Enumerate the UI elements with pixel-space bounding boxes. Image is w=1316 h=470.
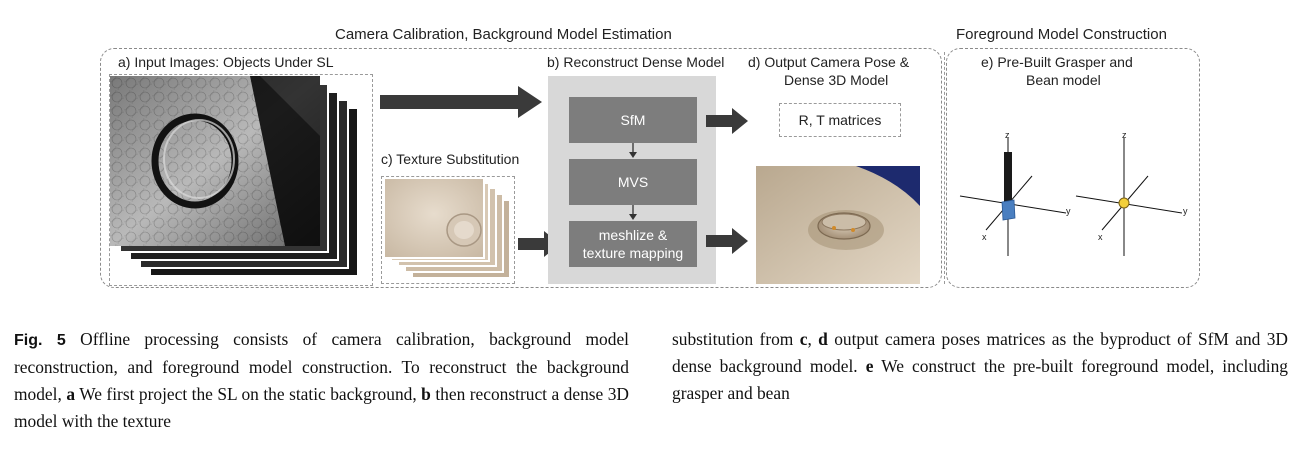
caption-ref-b: b <box>421 384 431 404</box>
step-sfm-box: SfM <box>569 97 697 143</box>
input-images-stack <box>110 76 359 277</box>
caption-text-1: Offline processing consists of camera ca… <box>14 329 630 404</box>
bean-axis-z-label: z <box>1122 130 1127 140</box>
step-mesh-label-line1: meshlize & <box>598 227 668 243</box>
panel-a-frame <box>109 74 373 286</box>
grasper-axis-z-label: z <box>1005 130 1010 140</box>
arrow-a-to-b <box>380 86 542 118</box>
caption-column-2: substitution from c, d output camera pos… <box>672 326 1288 407</box>
stack-front-image <box>110 76 320 246</box>
grasper-model <box>959 138 1067 256</box>
caption-text-5: output camera poses matrices as the bypr… <box>672 329 1288 376</box>
arrow-mvs-to-mesh <box>629 205 637 220</box>
grasper-axis-y-label: y <box>1066 206 1071 216</box>
section-title-foreground: Foreground Model Construction <box>956 26 1167 43</box>
bean-axis-y-label: y <box>1183 206 1188 216</box>
region-divider <box>944 52 945 284</box>
calibration-region-frame <box>100 48 942 288</box>
caption-column-1: Fig. 5 Offline processing consists of ca… <box>14 326 629 435</box>
panel-c-label: c) Texture Substitution <box>381 151 520 167</box>
panel-e-label-line1: e) Pre-Built Grasper and <box>981 54 1133 70</box>
panel-d-label-line2: Dense 3D Model <box>784 72 889 88</box>
panel-e-label-line2: Bean model <box>1026 72 1101 88</box>
foreground-models <box>959 138 1182 256</box>
panel-a-label: a) Input Images: Objects Under SL <box>118 54 334 70</box>
caption-ref-c: c <box>799 329 808 349</box>
caption-text-2: We first project the SL on the static ba… <box>79 384 417 404</box>
caption-ref-e: e <box>865 356 874 376</box>
figure-number: Fig. 5 <box>14 332 66 349</box>
step-sfm-label: SfM <box>620 112 646 128</box>
step-mesh-box: meshlize & texture mapping <box>569 221 697 267</box>
arrow-sfm-to-matrices <box>706 108 748 134</box>
arrow-sfm-to-mvs <box>629 143 637 158</box>
panel-d-label-line1: d) Output Camera Pose & <box>748 54 910 70</box>
caption-text-6: We construct the pre-built foreground mo… <box>672 356 1288 403</box>
step-mvs-box: MVS <box>569 159 697 205</box>
caption-text-3: then reconstruct a dense 3D model with t… <box>14 384 629 431</box>
panel-b-label: b) Reconstruct Dense Model <box>547 54 725 70</box>
bean-axis-x-label: x <box>1098 232 1103 242</box>
step-mvs-label: MVS <box>617 174 649 190</box>
texture-images-stack <box>384 178 511 279</box>
arrow-mesh-to-model <box>706 228 748 254</box>
matrices-box: R, T matrices <box>779 103 901 137</box>
grasper-axis-x-label: x <box>982 232 987 242</box>
panel-c-frame <box>381 176 515 284</box>
caption-text-4: substitution from <box>672 329 794 349</box>
caption-ref-d: d <box>818 329 828 349</box>
caption-comma: , <box>807 329 812 349</box>
matrices-label: R, T matrices <box>798 112 882 128</box>
dense-3d-model-render <box>756 166 920 284</box>
foreground-region-frame <box>946 48 1200 288</box>
step-mesh-label-line2: texture mapping <box>582 245 684 261</box>
section-title-calibration: Camera Calibration, Background Model Est… <box>335 26 672 43</box>
caption-ref-a: a <box>66 384 76 404</box>
bean-model <box>1075 138 1182 256</box>
